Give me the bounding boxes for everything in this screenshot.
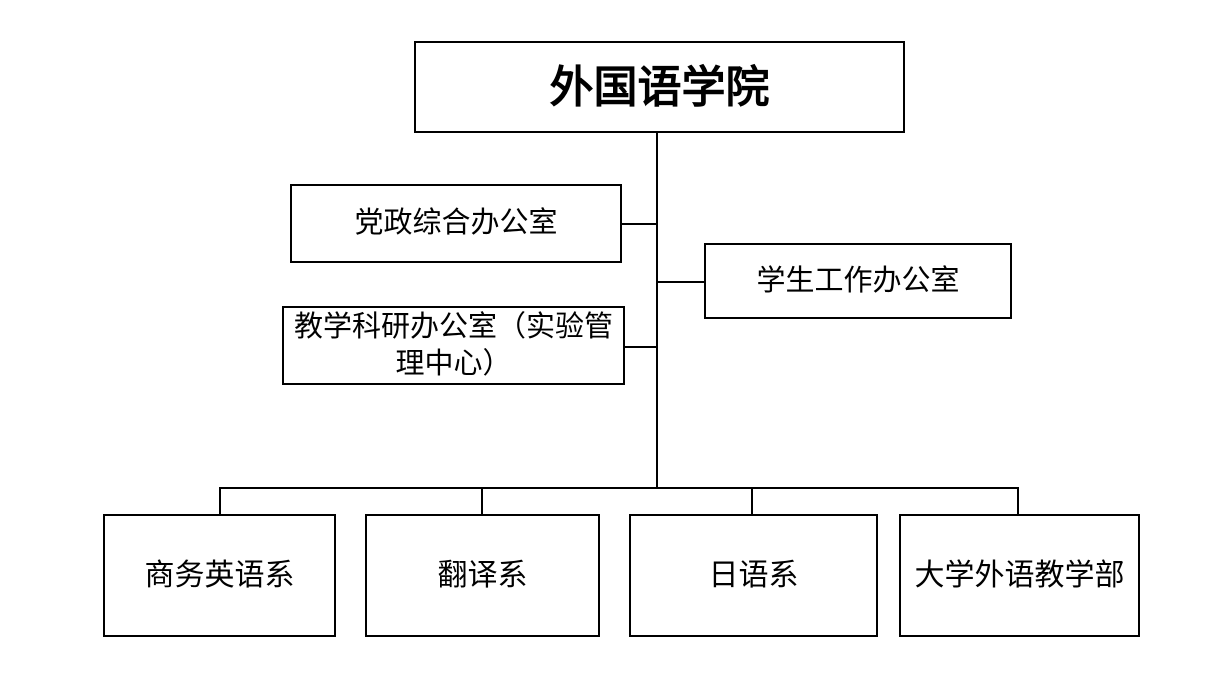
connector-trunk-vertical (656, 133, 658, 488)
connector-drop-translation (481, 487, 483, 514)
node-business-english-dept-label: 商务英语系 (144, 558, 295, 592)
connector-teaching-research-office (625, 346, 656, 348)
node-japanese-dept: 日语系 (629, 514, 878, 637)
node-college-foreign-language-teaching-dept: 大学外语教学部 (899, 514, 1140, 637)
node-japanese-dept-label: 日语系 (708, 558, 799, 592)
node-party-admin-office-label: 党政综合办公室 (354, 207, 558, 240)
node-teaching-research-office-label: 教学科研办公室（实验管 理中心） (293, 311, 613, 380)
node-translation-dept-label: 翻译系 (437, 558, 528, 592)
connector-party-admin-office (622, 223, 656, 225)
node-translation-dept: 翻译系 (365, 514, 600, 637)
node-party-admin-office: 党政综合办公室 (290, 184, 622, 263)
node-teaching-research-office: 教学科研办公室（实验管 理中心） (282, 306, 625, 385)
connector-drop-japanese (751, 487, 753, 514)
node-foreign-languages-college-label: 外国语学院 (549, 62, 770, 112)
node-business-english-dept: 商务英语系 (103, 514, 336, 637)
node-student-affairs-office: 学生工作办公室 (704, 243, 1012, 319)
connector-drop-college-flt (1017, 487, 1019, 514)
node-college-foreign-language-teaching-dept-label: 大学外语教学部 (914, 558, 1125, 592)
node-student-affairs-office-label: 学生工作办公室 (756, 264, 960, 297)
connector-departments-horizontal (219, 487, 1019, 489)
connector-drop-business-english (219, 487, 221, 514)
connector-student-affairs-office (658, 281, 704, 283)
node-foreign-languages-college: 外国语学院 (414, 41, 905, 133)
